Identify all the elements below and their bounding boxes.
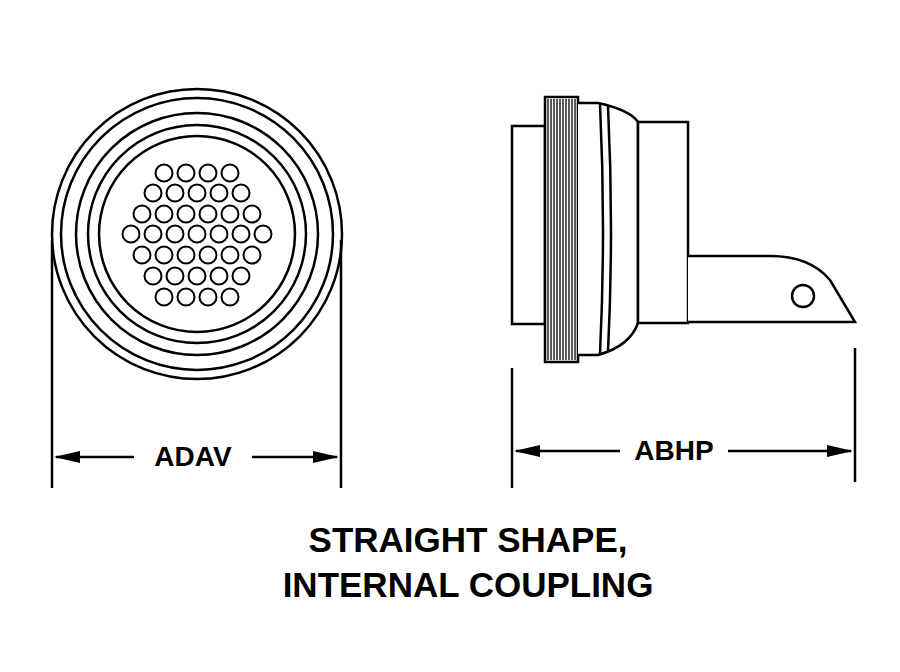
contact-pin	[200, 247, 217, 264]
contact-pin	[200, 206, 217, 223]
knurl-line	[559, 99, 560, 360]
contact-pin	[167, 268, 184, 285]
contact-pin	[145, 268, 162, 285]
contact-pin	[167, 226, 184, 243]
contact-pin	[233, 226, 250, 243]
contact-pin	[255, 226, 272, 243]
knurl-line	[547, 99, 548, 360]
contact-pin	[189, 185, 206, 202]
knurl-line	[571, 99, 572, 360]
knurl-line	[568, 99, 569, 360]
caption: STRAIGHT SHAPE, INTERNAL COUPLING	[233, 517, 703, 607]
contact-pin	[156, 289, 173, 306]
contact-pin	[233, 268, 250, 285]
contact-pin	[189, 226, 206, 243]
contact-pin	[200, 289, 217, 306]
contact-pin	[156, 206, 173, 223]
contact-pin	[200, 165, 217, 182]
contact-pin	[233, 185, 250, 202]
contact-pin	[134, 206, 151, 223]
knurl-line	[556, 99, 557, 360]
contact-pin	[244, 206, 261, 223]
contact-pin	[244, 247, 261, 264]
side-view	[512, 97, 855, 362]
contact-pin	[178, 206, 195, 223]
knurl-line	[553, 99, 554, 360]
contact-pin	[178, 247, 195, 264]
contact-pin	[134, 247, 151, 264]
knurl-line	[565, 99, 566, 360]
contact-pin	[211, 226, 228, 243]
contact-pin	[222, 165, 239, 182]
contact-pin	[145, 226, 162, 243]
knurl-line	[550, 99, 551, 360]
knurl-line	[574, 99, 575, 360]
contact-pin	[123, 226, 140, 243]
contact-pin	[178, 165, 195, 182]
contact-pin	[156, 165, 173, 182]
contact-pin	[211, 185, 228, 202]
contact-pin	[222, 247, 239, 264]
end-view	[52, 89, 342, 379]
contact-pin	[211, 268, 228, 285]
dimension-label: ADAV	[151, 441, 234, 473]
dimension-label: ABHP	[631, 435, 716, 467]
contact-pin	[145, 185, 162, 202]
contact-pin	[178, 289, 195, 306]
knurl-line	[562, 99, 563, 360]
contact-pin	[156, 247, 173, 264]
contact-pin	[167, 185, 184, 202]
contact-pin	[189, 268, 206, 285]
contact-pin	[222, 289, 239, 306]
dimension-lines	[52, 240, 855, 488]
contact-pin	[222, 206, 239, 223]
